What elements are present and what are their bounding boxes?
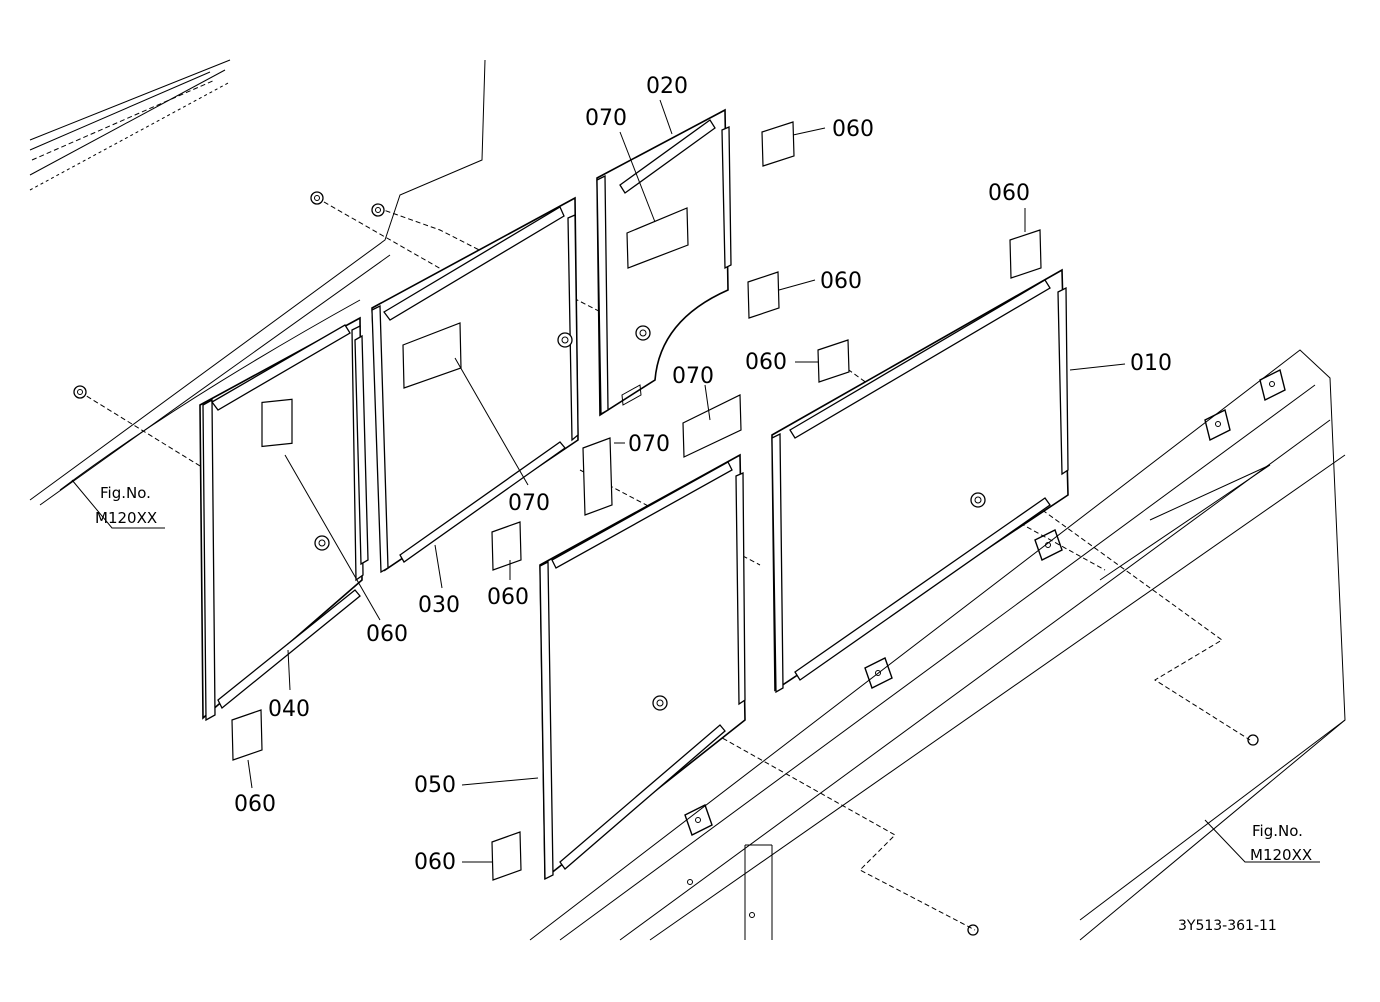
- callout-060-g: 060: [234, 792, 276, 817]
- callout-060-d: 060: [745, 350, 787, 375]
- callout-070-d: 070: [508, 491, 550, 516]
- fig-ref-right-line2: M120XX: [1250, 846, 1312, 864]
- callout-070-a: 070: [585, 106, 627, 131]
- window-pane-050[interactable]: [539, 453, 746, 881]
- callout-020: 020: [646, 74, 688, 99]
- callout-050: 050: [414, 773, 456, 798]
- callout-040: 040: [268, 697, 310, 722]
- sticker-060-left-mid: [491, 521, 522, 571]
- sticker-060-center: [817, 339, 850, 383]
- callout-070-c: 070: [628, 432, 670, 457]
- sticker-060-bottom: [491, 831, 522, 881]
- window-pane-040[interactable]: [199, 316, 364, 722]
- fig-ref-left-line1: Fig.No.: [100, 484, 151, 502]
- callout-010: 010: [1130, 351, 1172, 376]
- sticker-060-top: [761, 121, 795, 167]
- window-pane-030[interactable]: [354, 196, 579, 574]
- sticker-070-lower: [582, 437, 613, 516]
- fig-ref-left-line2: M120XX: [95, 509, 157, 527]
- sticker-060-right: [1009, 229, 1042, 279]
- callout-070-b: 070: [672, 364, 714, 389]
- callout-060-e: 060: [487, 585, 529, 610]
- sticker-060-bottom-left: [231, 709, 263, 761]
- cab-frame-lines: [529, 349, 1346, 941]
- callout-060-f: 060: [366, 622, 408, 647]
- callout-labels: 020 070 060 060 060 060 010 070 070 070 …: [234, 74, 1172, 875]
- window-pane-020[interactable]: [596, 108, 732, 417]
- callout-060-b: 060: [988, 181, 1030, 206]
- leader-lines: [71, 99, 1320, 863]
- figure-references: Fig.No. M120XX Fig.No. M120XX: [95, 484, 1312, 864]
- fig-ref-right-line1: Fig.No.: [1252, 822, 1303, 840]
- sticker-070-upper: [682, 394, 742, 458]
- loose-stickers: [231, 121, 1042, 881]
- roof-edge-lines: [29, 59, 486, 506]
- callout-060-c: 060: [820, 269, 862, 294]
- fasteners: [73, 191, 385, 399]
- callout-060-a: 060: [832, 117, 874, 142]
- callout-030: 030: [418, 593, 460, 618]
- window-pane-010[interactable]: [771, 268, 1069, 694]
- callout-060-h: 060: [414, 850, 456, 875]
- sticker-060-mid: [747, 271, 780, 319]
- drawing-code: 3Y513-361-11: [1178, 918, 1277, 934]
